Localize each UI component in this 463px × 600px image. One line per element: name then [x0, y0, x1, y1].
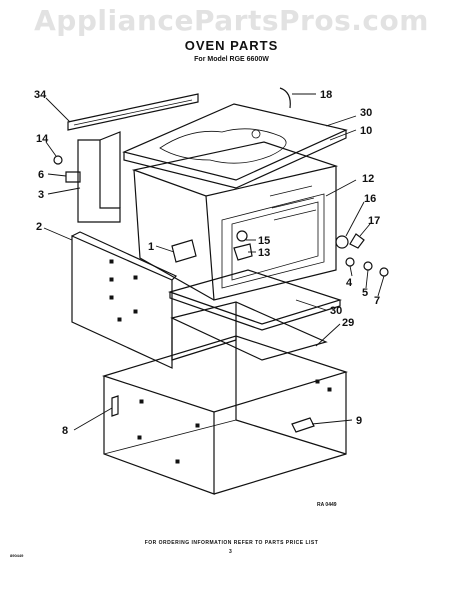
callout-8: 8 — [62, 425, 68, 437]
watermark: AppliancePartsPros.com — [34, 4, 429, 37]
part-34-brace — [67, 93, 199, 131]
part-17-bulb — [349, 233, 365, 249]
part-15-socket — [236, 230, 248, 242]
callout-10: 10 — [360, 125, 372, 137]
ordering-footer: FOR ORDERING INFORMATION REFER TO PARTS … — [144, 540, 319, 546]
page-title: OVEN PARTS — [184, 38, 279, 53]
callout-15: 15 — [258, 235, 270, 247]
part-30-top-edge — [123, 130, 347, 189]
part-12-oven-inner — [231, 201, 319, 281]
part-9-latch — [291, 417, 315, 433]
leader-lines — [43, 93, 385, 431]
callout-5: 5 — [362, 287, 368, 299]
callout-13: 13 — [258, 247, 270, 259]
part-13-bracket — [233, 243, 253, 261]
part-2-side-panel-edge — [71, 231, 178, 281]
cabinet-inner-floor — [103, 419, 237, 455]
part-16-valve — [335, 235, 349, 249]
part-30-bottom-panel — [168, 269, 342, 325]
callout-1: 1 — [148, 241, 154, 253]
part-7-knob — [379, 267, 389, 277]
callout-7: 7 — [374, 295, 380, 307]
callout-4: 4 — [346, 277, 353, 289]
part-6-clip — [65, 171, 81, 183]
model-subtitle: For Model RGE 6600W — [194, 56, 269, 63]
callout-30-top: 30 — [360, 107, 372, 119]
callout-30-bottom: 30 — [330, 305, 342, 317]
part-29-shell-top — [170, 301, 328, 361]
callout-3: 3 — [38, 189, 44, 201]
callout-18: 18 — [320, 89, 332, 101]
callout-2: 2 — [36, 221, 42, 233]
part-30-top-cutout — [159, 128, 287, 164]
callout-12: 12 — [362, 173, 374, 185]
part-12-oven-opening — [221, 193, 325, 289]
callout-9: 9 — [356, 415, 362, 427]
part-2-side-panel — [71, 235, 173, 369]
cabinet-holes — [137, 379, 332, 464]
part-12-liner-side — [133, 169, 215, 301]
part-1-bracket — [171, 239, 197, 263]
cabinet-left-wall — [103, 376, 215, 495]
page-code: 890449 — [10, 553, 24, 558]
part-30-top-hole — [251, 129, 261, 139]
callout-17: 17 — [368, 215, 380, 227]
part-2-panel-holes — [109, 259, 138, 322]
part-34-detail — [73, 99, 193, 126]
part-30-bottom-edge — [169, 292, 341, 331]
page-number: 3 — [229, 549, 232, 555]
part-14-screw — [53, 155, 63, 165]
part-4-cover — [345, 257, 355, 267]
callout-14: 14 — [36, 133, 49, 145]
part-3-bracket-side — [99, 131, 121, 208]
part-12-liner-front — [205, 166, 337, 301]
part-12-rack-guides — [269, 185, 317, 221]
callout-29: 29 — [342, 317, 354, 329]
callout-6: 6 — [38, 169, 44, 181]
callout-16: 16 — [364, 193, 376, 205]
part-3-bracket — [77, 139, 121, 223]
diagram-reference: RA 0449 — [317, 502, 337, 508]
part-8-bracket — [111, 395, 119, 417]
part-29-shell-back — [171, 302, 237, 361]
callout-34: 34 — [34, 89, 47, 101]
part-18-tube — [279, 87, 291, 109]
part-5-ring — [363, 261, 373, 271]
